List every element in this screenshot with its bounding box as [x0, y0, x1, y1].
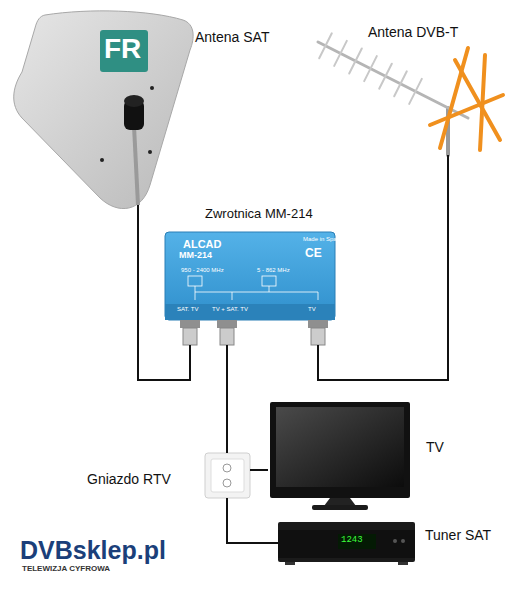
tv-bezel	[270, 402, 410, 498]
tuner-case	[278, 522, 415, 562]
splitter-schematic	[188, 276, 318, 300]
coax-cable	[226, 345, 228, 453]
dvbt-antenna	[318, 33, 503, 155]
f-connector-nut	[217, 320, 237, 328]
model-mark: MM-214	[179, 251, 212, 261]
splitter-node: Zwrotnica MM-214ALCADMM-214 Made in Spain…	[165, 205, 340, 345]
node-label: Gniazdo RTV	[87, 472, 171, 487]
brand-logo: DVBsklep.pl	[20, 537, 166, 565]
frequency-mark: 950 - 2400 MHz	[181, 267, 224, 274]
splitter-body	[165, 232, 335, 320]
brand-mark: ALCAD	[183, 238, 222, 250]
socket-face	[211, 459, 244, 492]
antenna-node: Antena DVB-T	[310, 15, 510, 155]
display-digits: 1243	[341, 536, 363, 546]
tv-screen	[276, 407, 404, 487]
antenna-director	[394, 71, 407, 96]
sat-tuner	[278, 522, 415, 565]
socket-port	[223, 479, 231, 487]
coax-cable	[318, 155, 448, 380]
dish-dot	[150, 86, 154, 90]
f-connector-nut	[308, 320, 328, 328]
frequency-mark: 5 - 862 MHz	[257, 267, 290, 274]
tuner-foot	[398, 562, 408, 565]
tv-set	[270, 402, 410, 510]
schematic-line	[195, 286, 196, 300]
tuner-node: Tuner SAT 1243	[278, 515, 493, 570]
tv-stand	[324, 498, 356, 506]
origin-mark: Made in Spain	[303, 236, 341, 243]
brand-tagline: TELEWIZJA CYFROWA	[22, 565, 110, 574]
socket-plate	[205, 453, 250, 498]
reflector-rod	[440, 48, 468, 148]
schematic-line	[318, 292, 319, 300]
dish-dot	[148, 150, 152, 154]
socket-node: Gniazdo RTV	[205, 453, 250, 498]
filter-symbol	[188, 276, 202, 286]
coax-cable	[250, 469, 268, 471]
f-connector-pin	[311, 328, 325, 345]
node-label: TV	[426, 440, 444, 455]
node-label: Antena DVB-T	[368, 25, 458, 40]
dish-logo: FR	[104, 34, 141, 65]
reflector-rod	[430, 95, 503, 125]
node-label: Zwrotnica MM-214	[205, 207, 313, 221]
node-label: Antena SAT	[195, 30, 269, 45]
dish-logo-plate	[100, 30, 148, 72]
antenna-director	[334, 41, 347, 66]
dish-arm	[134, 126, 138, 205]
dish-reflector	[14, 11, 193, 209]
tuner-display	[338, 534, 376, 549]
antenna-directors	[319, 33, 422, 104]
schematic-line	[232, 292, 233, 300]
node-label: Tuner SAT	[425, 528, 491, 543]
port-label: SAT. TV	[177, 306, 198, 313]
dish-dot	[100, 158, 104, 162]
splitter-device	[165, 232, 335, 345]
lnb-horn	[124, 95, 144, 107]
port-label: TV	[308, 306, 316, 313]
tuner-front	[278, 530, 415, 558]
dish-node: Antena SAT	[12, 10, 290, 205]
tuner-button	[393, 539, 397, 543]
schematic-line	[269, 292, 318, 293]
tuner-foot	[285, 562, 295, 565]
antenna-director	[409, 79, 422, 104]
rtv-socket	[205, 453, 250, 498]
filter-symbol	[262, 276, 276, 286]
f-connector	[180, 320, 200, 345]
socket-port	[223, 464, 231, 472]
splitter-base	[165, 304, 335, 320]
f-connector-pin	[183, 328, 197, 345]
ce-mark: CE	[305, 247, 322, 260]
f-connector-pin	[220, 328, 234, 345]
satellite-dish	[14, 11, 193, 209]
f-connector	[217, 320, 237, 345]
coax-cable	[227, 498, 278, 543]
coax-cable	[138, 205, 190, 380]
antenna-director	[379, 64, 392, 89]
tuner-button	[401, 539, 405, 543]
f-connector	[308, 320, 328, 345]
tv-node: TV	[268, 400, 458, 512]
antenna-director	[364, 56, 377, 81]
reflector-rod	[455, 60, 500, 140]
schematic-line	[269, 286, 270, 292]
f-connector-nut	[180, 320, 200, 328]
tv-base	[312, 505, 368, 510]
reflector-rod	[480, 55, 485, 150]
port-label: TV + SAT. TV	[212, 306, 248, 313]
antenna-director	[319, 33, 332, 58]
antenna-director	[349, 49, 362, 74]
antenna-reflector	[430, 48, 503, 150]
